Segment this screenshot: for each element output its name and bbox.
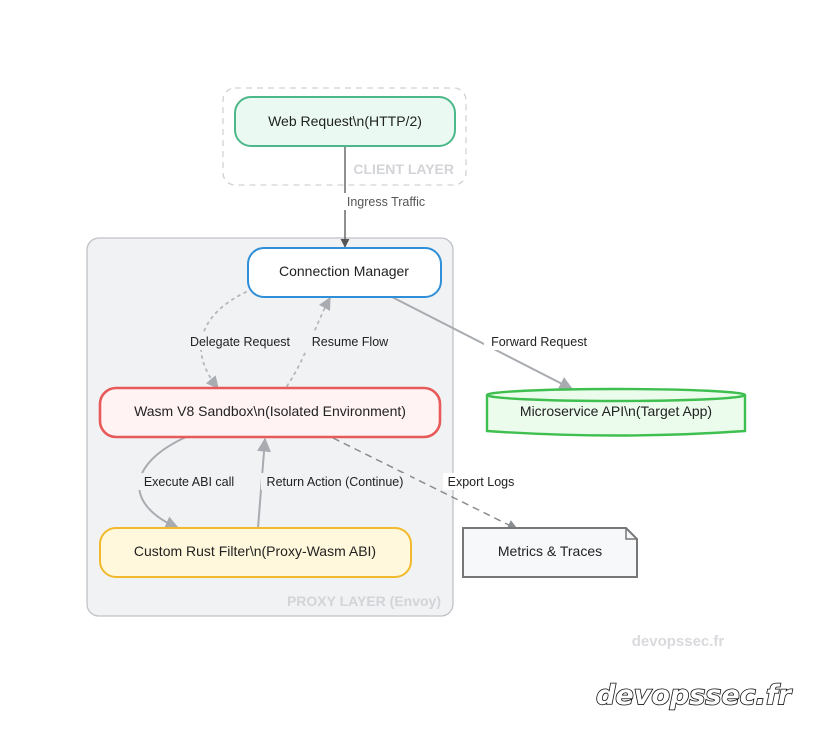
edge-export bbox=[332, 437, 518, 530]
watermark-small: devopssec.fr bbox=[632, 633, 725, 650]
watermark-logo: devopssec.fr bbox=[596, 680, 793, 711]
node-connection-manager-label: Connection Manager bbox=[279, 263, 409, 279]
edge-label-resume: Resume Flow bbox=[312, 335, 389, 349]
edge-forward bbox=[391, 296, 574, 390]
client-layer-group: CLIENT LAYER bbox=[222, 87, 467, 186]
node-wasm-sandbox-label: Wasm V8 Sandbox\n(Isolated Environment) bbox=[134, 403, 406, 419]
node-metrics: Metrics & Traces bbox=[462, 527, 638, 578]
node-rust-filter: Custom Rust Filter\n(Proxy-Wasm ABI) bbox=[99, 527, 412, 578]
edge-label-forward: Forward Request bbox=[491, 335, 587, 349]
node-connection-manager: Connection Manager bbox=[247, 247, 442, 298]
node-microservice: Microservice API\n(Target App) bbox=[485, 387, 747, 437]
node-microservice-label: Microservice API\n(Target App) bbox=[520, 403, 712, 419]
proxy-layer-label: PROXY LAYER (Envoy) bbox=[287, 593, 441, 609]
edge-label-execute: Execute ABI call bbox=[144, 475, 234, 489]
client-layer-label: CLIENT LAYER bbox=[353, 161, 454, 177]
edge-label-delegate: Delegate Request bbox=[190, 335, 291, 349]
node-web-request: Web Request\n(HTTP/2) bbox=[234, 96, 456, 147]
node-web-request-label: Web Request\n(HTTP/2) bbox=[268, 113, 422, 129]
edge-labels: Ingress Traffic Delegate Request Resume … bbox=[138, 193, 594, 490]
node-rust-filter-label: Custom Rust Filter\n(Proxy-Wasm ABI) bbox=[134, 543, 376, 559]
node-wasm-sandbox: Wasm V8 Sandbox\n(Isolated Environment) bbox=[98, 386, 442, 439]
edge-label-ingress: Ingress Traffic bbox=[347, 195, 425, 209]
node-metrics-label: Metrics & Traces bbox=[498, 543, 602, 559]
edge-label-return: Return Action (Continue) bbox=[267, 475, 404, 489]
edge-label-export: Export Logs bbox=[448, 475, 515, 489]
